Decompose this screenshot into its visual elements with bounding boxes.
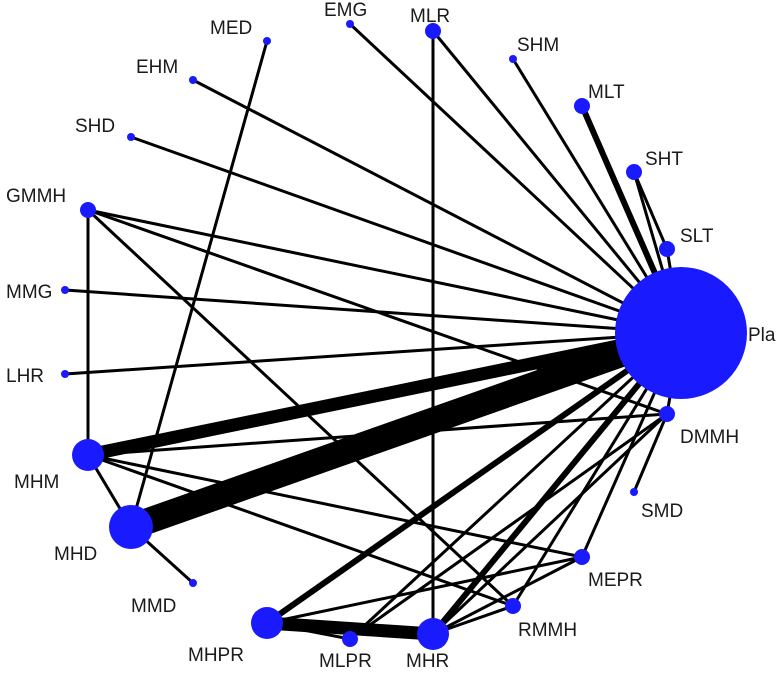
node-shm	[509, 55, 517, 63]
edge-mhr-mepr	[432, 555, 583, 636]
edge-gmmh-dmmh	[87, 208, 668, 416]
node-shd	[127, 133, 135, 141]
edge-dmmh-smd	[632, 413, 669, 493]
edge-sht-slt	[632, 171, 669, 250]
node-slt	[659, 241, 675, 257]
edge-layer	[64, 22, 686, 641]
edge-pla-shd	[130, 135, 682, 335]
node-mhm	[72, 439, 104, 471]
edge-pla-gmmh	[87, 208, 682, 335]
node-ehm	[189, 76, 197, 84]
edge-pla-mlpr	[348, 331, 683, 641]
node-label-shd: SHD	[75, 116, 115, 137]
edge-gmmh-rmmh	[86, 208, 515, 608]
node-med	[263, 37, 271, 45]
node-label-rmmh: RMMH	[518, 620, 577, 641]
node-sht	[626, 164, 642, 180]
node-label-pla: Pla	[748, 325, 776, 346]
node-smd	[630, 488, 638, 496]
node-lhr	[61, 370, 69, 378]
edge-pla-mhpr	[265, 330, 683, 626]
node-label-slt: SLT	[680, 226, 714, 247]
node-gmmh	[80, 202, 96, 218]
edge-mhm-dmmh	[87, 412, 668, 457]
node-rmmh	[505, 598, 521, 614]
node-dmmh	[659, 406, 675, 422]
node-label-mhm: MHM	[14, 472, 59, 493]
node-mhd	[109, 505, 153, 549]
node-mepr	[574, 549, 590, 565]
node-label-sht: SHT	[645, 149, 683, 170]
node-label-med: MED	[210, 18, 252, 39]
edge-pla-emg	[348, 22, 683, 335]
edge-mhm-mepr	[87, 453, 583, 559]
edge-mhpr-mepr	[266, 555, 583, 625]
node-label-mmg: MMG	[6, 282, 52, 303]
node-label-lhr: LHR	[6, 366, 44, 387]
node-layer	[61, 20, 747, 650]
node-label-mhpr: MHPR	[188, 645, 244, 666]
node-mlr	[425, 23, 441, 39]
edge-pla-lhr	[64, 331, 682, 376]
edge-mhpr-mhr	[266, 616, 434, 641]
label-layer: Pla SLT SHT MLT SHM MLR EMG MED EHM SHD GMMH MMG LHR…	[6, 0, 776, 672]
node-label-gmmh: GMMH	[6, 186, 66, 207]
node-mmd	[189, 579, 197, 587]
node-pla	[615, 267, 747, 399]
edge-pla-mhm	[86, 326, 683, 462]
node-label-ehm: EHM	[136, 57, 178, 78]
node-label-mhr: MHR	[406, 651, 449, 672]
edge-med-mhd	[129, 40, 269, 528]
node-label-mlpr: MLPR	[319, 651, 372, 672]
node-label-mhd: MHD	[54, 544, 97, 565]
node-mlt	[574, 98, 590, 114]
node-mhr	[417, 618, 449, 650]
node-mmg	[61, 286, 69, 294]
edge-mhr-dmmh	[431, 412, 669, 636]
node-label-mmd: MMD	[131, 596, 176, 617]
node-mhpr	[251, 607, 283, 639]
node-label-mlt: MLT	[588, 82, 625, 103]
edge-mlpr-dmmh	[349, 412, 668, 641]
edge-pla-ehm	[192, 78, 682, 335]
node-label-mepr: MEPR	[588, 570, 643, 591]
edge-pla-mhd	[126, 320, 686, 540]
node-label-dmmh: DMMH	[680, 427, 739, 448]
node-label-smd: SMD	[641, 501, 683, 522]
edge-mhm-rmmh	[87, 453, 514, 608]
node-label-mlr: MLR	[410, 6, 450, 27]
node-mlpr	[342, 631, 358, 647]
node-label-emg: EMG	[324, 0, 367, 21]
node-emg	[346, 20, 354, 28]
node-label-shm: SHM	[517, 35, 559, 56]
